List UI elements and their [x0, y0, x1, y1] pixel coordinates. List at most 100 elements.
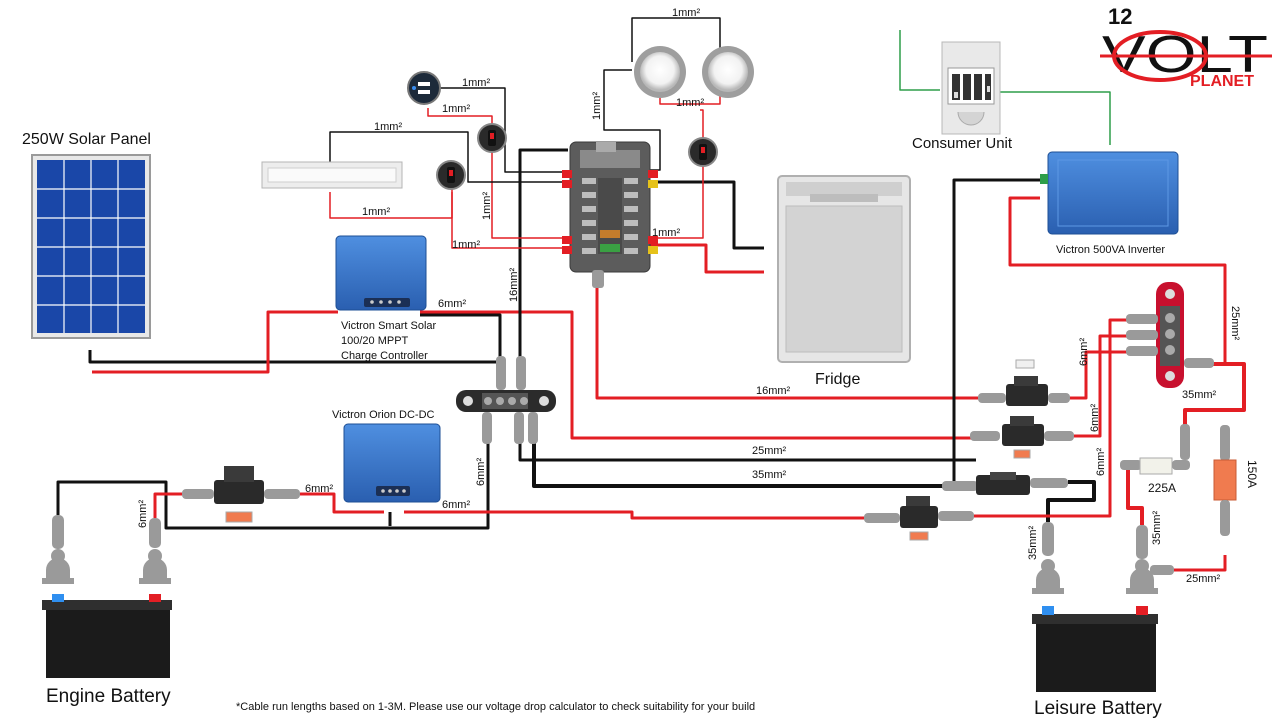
brand-logo-sub: PLANET — [1190, 73, 1254, 90]
cable-label: 35mm² — [752, 469, 787, 481]
fuse-label-150a: 150A — [1245, 460, 1259, 488]
dcdc-label: Victron Orion DC-DC — [332, 409, 435, 421]
brand-logo: 12 VOLT PLANET — [1100, 4, 1272, 90]
ceiling-light-2 — [702, 46, 754, 98]
fridge — [777, 175, 911, 363]
cable-label: 1mm² — [362, 206, 390, 218]
ceiling-light-1 — [634, 46, 686, 98]
wire-busbar-negative-25 — [518, 440, 976, 462]
wire-solar-negative — [88, 315, 502, 364]
wire-usb-neg — [440, 87, 568, 173]
wire-150-fuse-to-battery — [1165, 555, 1227, 572]
mega-fuse-225a — [1120, 424, 1190, 475]
wire-usb-pos — [427, 108, 493, 128]
wire-inverter-negative — [952, 178, 1040, 486]
engine-battery-terminals — [42, 515, 171, 584]
cable-label: 1mm² — [652, 227, 680, 239]
wire-busbar-to-225 — [1183, 362, 1246, 426]
wire-mppt-positive — [420, 310, 978, 440]
leisure-battery-terminals — [1032, 522, 1174, 594]
cable-label: 35mm² — [1027, 525, 1039, 560]
wire-fridge-positive — [650, 243, 764, 274]
positive-busbar — [1126, 282, 1214, 388]
rocker-switch-3 — [688, 137, 718, 167]
fridge-label: Fridge — [815, 371, 860, 388]
wire-inverter-positive — [1008, 196, 1227, 362]
wire-shunt-to-leisure — [1046, 480, 1096, 522]
cable-label: 1mm² — [676, 97, 704, 109]
consumer-unit — [941, 41, 1001, 135]
wire-busbar-negative-35 — [532, 440, 978, 488]
inverter — [1040, 151, 1179, 235]
wire-solar-positive — [92, 310, 338, 374]
wire-dcdc-positive — [404, 510, 864, 520]
mppt-label-1: Victron Smart Solar — [341, 320, 437, 332]
wire-lights-neg-box — [603, 69, 661, 171]
cable-label: 6mm² — [442, 499, 470, 511]
wire-fuse2-to-busbar — [1074, 334, 1128, 438]
cable-label: 1mm² — [374, 121, 402, 133]
usb-socket — [407, 71, 441, 105]
rocker-switch-2 — [436, 160, 466, 190]
wire-lights-neg — [631, 17, 721, 62]
cable-label: 1mm² — [452, 239, 480, 251]
solar-panel-label: 250W Solar Panel — [22, 131, 151, 148]
wire-engine-fuse-to-dcdc — [300, 492, 384, 514]
cable-label: 16mm² — [756, 385, 791, 397]
wire-mppt-negative — [420, 313, 502, 360]
leisure-battery-label: Leisure Battery — [1034, 698, 1162, 719]
cable-labels: 1mm² 1mm² 1mm² 1mm² 1mm² 1mm² 1mm² 1mm² … — [137, 7, 1259, 585]
wire-fusebox-positive-16 — [595, 285, 978, 400]
engine-battery — [42, 594, 172, 678]
mppt-label-2: 100/20 MPPT — [341, 335, 409, 347]
fuse-label-225a: 225A — [1148, 481, 1176, 495]
cable-label: 6mm² — [438, 298, 466, 310]
consumer-unit-label: Consumer Unit — [912, 135, 1013, 152]
cable-label: 35mm² — [1151, 510, 1163, 545]
leisure-battery — [1032, 606, 1158, 692]
wire-dcdc-fuse-to-busbar — [974, 318, 1128, 518]
wire-225-to-leisure — [1126, 468, 1144, 525]
mppt-label-3: Charge Controller — [341, 350, 428, 362]
shunt — [942, 472, 1068, 495]
cable-label: 6mm² — [305, 483, 333, 495]
cable-label: 1mm² — [481, 192, 493, 220]
engine-battery-label: Engine Battery — [46, 686, 171, 707]
cable-label: 6mm² — [1095, 448, 1107, 476]
cable-label: 1mm² — [462, 77, 490, 89]
fuse-holder-engine — [182, 466, 300, 523]
cable-label: 25mm² — [1229, 306, 1241, 341]
cable-label: 6mm² — [1078, 338, 1090, 366]
footnote: *Cable run lengths based on 1-3M. Please… — [236, 701, 755, 713]
fuse-holder-25 — [970, 416, 1074, 459]
cable-label: 6mm² — [1089, 404, 1101, 432]
led-strip-light — [261, 161, 403, 189]
solar-cell-grid — [37, 160, 145, 333]
inverter-label: Victron 500VA Inverter — [1056, 244, 1165, 256]
cable-label: 25mm² — [752, 445, 787, 457]
fuse-box — [562, 141, 658, 288]
wire-switch3-box — [650, 165, 704, 239]
wire-led-neg — [329, 131, 568, 183]
wire-switch3-pos — [700, 109, 704, 138]
fuse-150a — [1213, 425, 1237, 536]
cable-label: 1mm² — [442, 103, 470, 115]
cable-label: 25mm² — [1186, 573, 1221, 585]
wire-fusebox-negative-16 — [518, 148, 568, 360]
dcdc-charger — [343, 423, 441, 503]
wire-switch2-pos — [451, 192, 568, 249]
cable-label: 6mm² — [137, 500, 149, 528]
solar-panel — [31, 154, 151, 339]
negative-busbar — [456, 356, 556, 444]
cable-label: 1mm² — [591, 92, 603, 120]
wire-fridge-negative — [650, 180, 764, 250]
cable-label: 35mm² — [1182, 389, 1217, 401]
wire-engine-positive — [153, 492, 182, 518]
rocker-switch-1 — [477, 123, 507, 153]
wire-switch1-pos — [491, 150, 568, 239]
cable-label: 6mm² — [475, 458, 487, 486]
fuse-holder-dcdc — [864, 496, 974, 541]
cable-label: 16mm² — [508, 267, 520, 302]
